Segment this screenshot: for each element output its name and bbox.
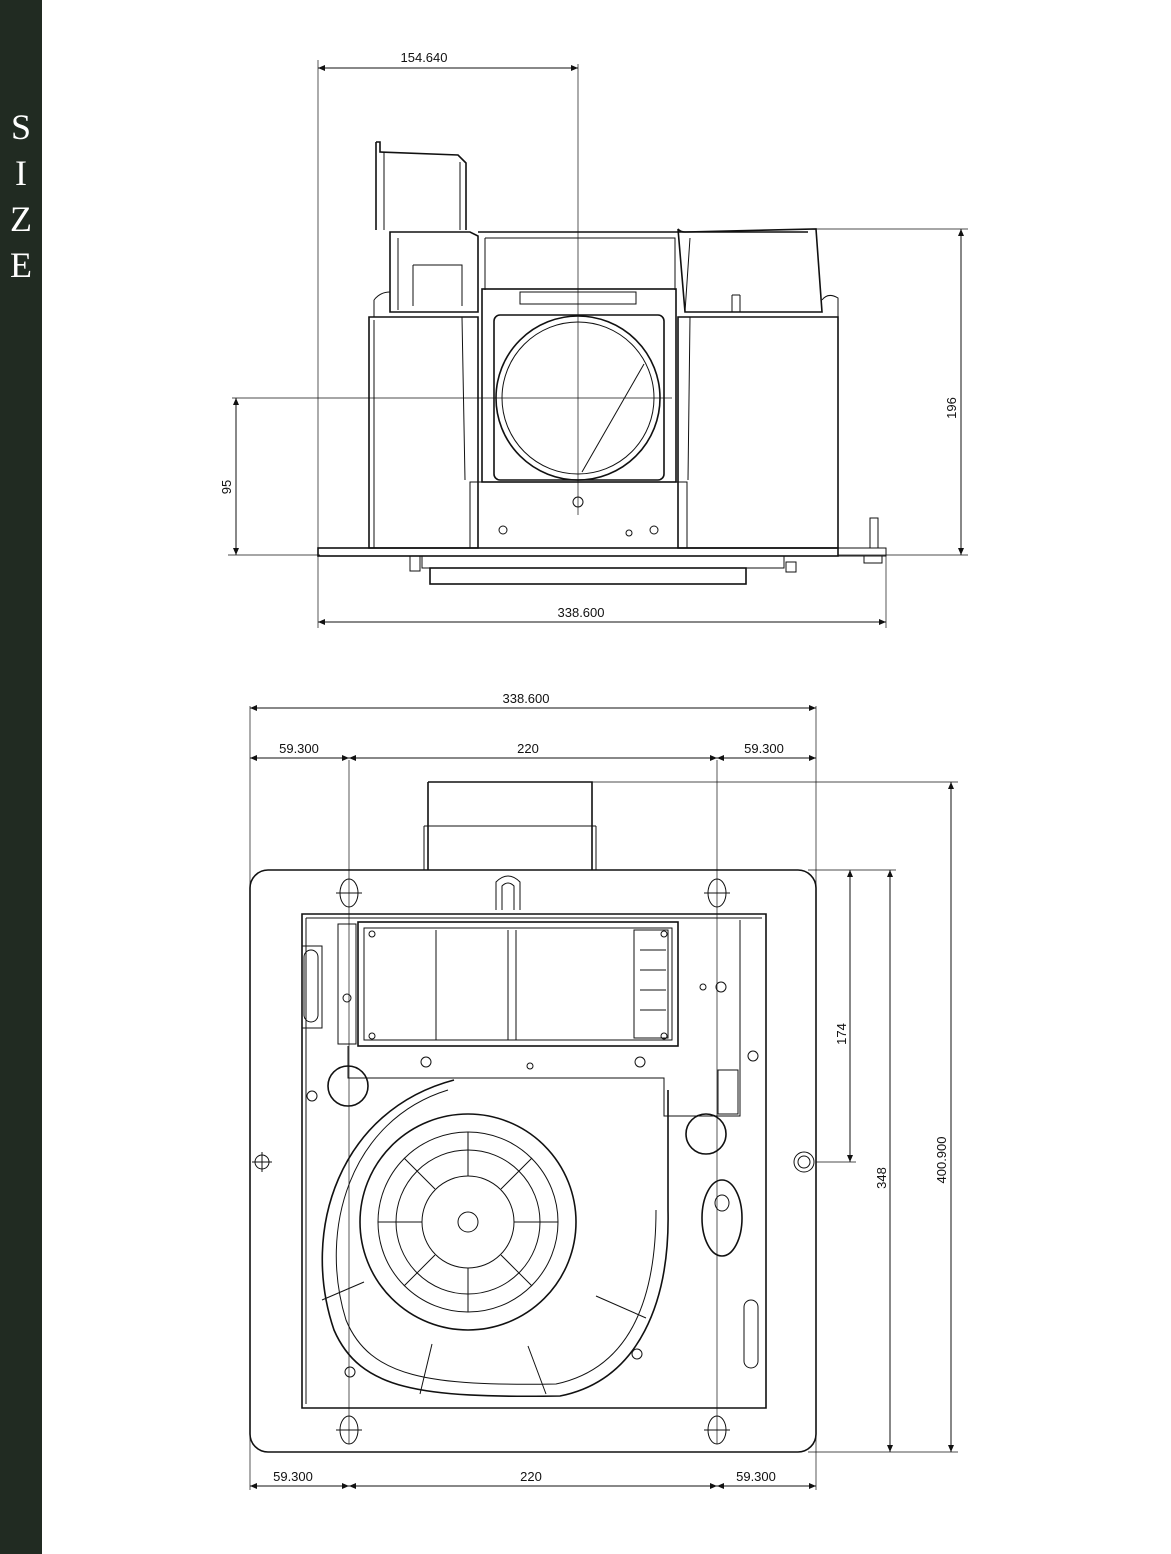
sidebar: S I Z E bbox=[0, 0, 42, 1554]
side-center-panel bbox=[481, 288, 677, 483]
side-right-body bbox=[677, 316, 839, 549]
side-right-housing bbox=[677, 228, 823, 313]
side-top-duct bbox=[375, 141, 467, 230]
plan-blower-scroll bbox=[321, 1079, 669, 1398]
side-view: 154.640 338.600 196 95 bbox=[219, 50, 968, 628]
dim-plan-top-center: 220 bbox=[517, 741, 539, 756]
sidebar-letter: E bbox=[10, 245, 32, 285]
side-left-body bbox=[368, 316, 479, 549]
plan-sensor bbox=[701, 1179, 743, 1257]
side-lower-plate bbox=[469, 481, 688, 549]
plan-flange bbox=[249, 869, 817, 1453]
plan-control-box bbox=[357, 921, 679, 1047]
dim-side-height: 196 bbox=[944, 397, 959, 419]
dim-plan-bottom-center: 220 bbox=[520, 1469, 542, 1484]
dim-plan-total: 400.900 bbox=[934, 1137, 949, 1184]
dim-plan-bottom-left: 59.300 bbox=[273, 1469, 313, 1484]
sidebar-letter: S bbox=[10, 107, 32, 147]
side-grille bbox=[429, 567, 747, 585]
dim-side-center: 95 bbox=[219, 480, 234, 494]
dim-plan-width: 338.600 bbox=[503, 691, 550, 706]
dim-plan-348: 348 bbox=[874, 1167, 889, 1189]
plan-body bbox=[301, 913, 767, 1409]
plan-view: 338.600 59.300 220 59.300 59.300 220 59.… bbox=[249, 691, 958, 1490]
dim-side-bottom: 338.600 bbox=[558, 605, 605, 620]
dim-plan-174: 174 bbox=[834, 1023, 849, 1045]
dim-side-top: 154.640 bbox=[401, 50, 448, 65]
sidebar-title: S I Z E bbox=[0, 104, 42, 288]
dim-plan-bottom-right: 59.300 bbox=[736, 1469, 776, 1484]
plan-fan-wheel bbox=[359, 1113, 577, 1331]
dim-plan-top-right: 59.300 bbox=[744, 741, 784, 756]
side-left-housing bbox=[389, 231, 479, 313]
dim-plan-top-left: 59.300 bbox=[279, 741, 319, 756]
sidebar-letter: I bbox=[15, 153, 27, 193]
side-base-plate bbox=[317, 547, 839, 557]
sidebar-letter: Z bbox=[10, 199, 32, 239]
